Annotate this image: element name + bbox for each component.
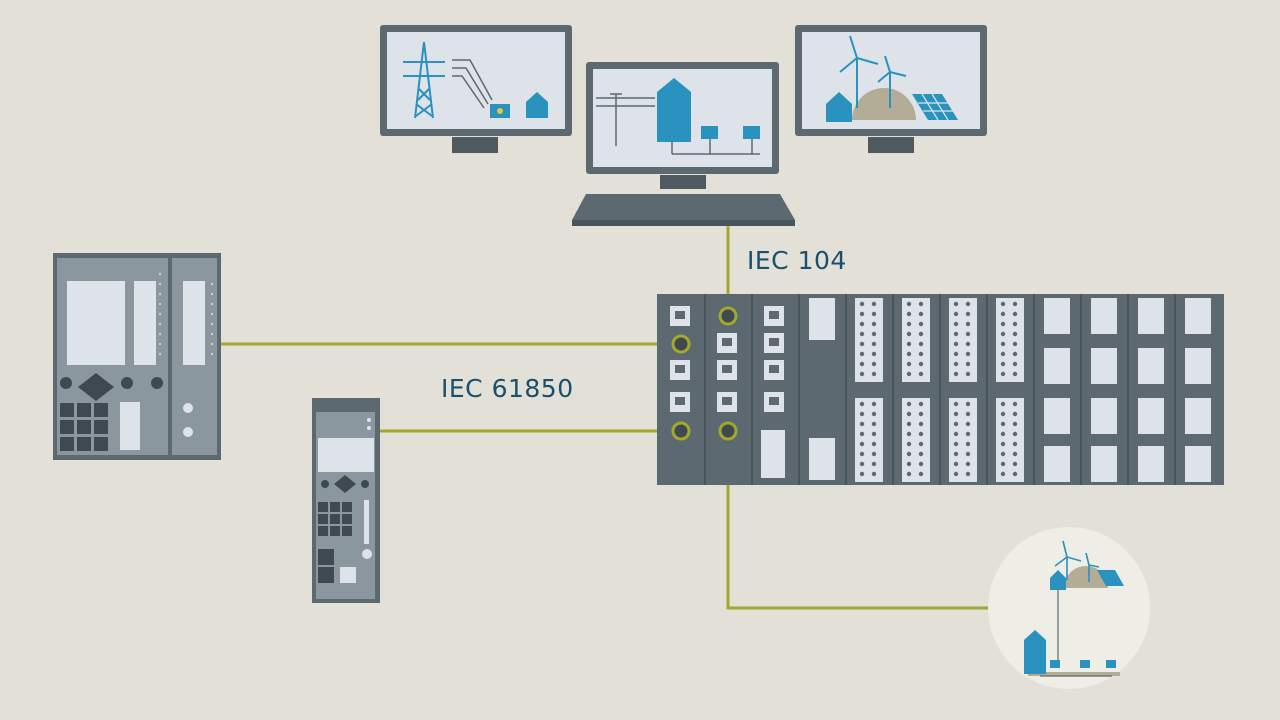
field-network-circle: [988, 527, 1150, 689]
transformer-icon: [490, 104, 510, 118]
monitor-renewables: [795, 25, 987, 153]
protection-relay: [53, 253, 221, 460]
transmission-tower-icon: [403, 41, 445, 119]
power-lines-icon: [452, 59, 493, 109]
monitor-transmission: [380, 25, 572, 153]
bay-controller: [312, 398, 380, 603]
keyboard-icon: [572, 194, 795, 220]
solar-panel-icon: [912, 94, 958, 120]
label-iec-61850: IEC 61850: [441, 374, 574, 403]
house-icon: [526, 92, 548, 118]
wind-solar-icon: [826, 35, 958, 122]
workstation: [572, 62, 795, 226]
rtu-rack: [657, 294, 1224, 485]
distribution-grid-icon: [596, 78, 760, 155]
io-terminals: [855, 298, 1024, 482]
renewable-network-icon: [1024, 540, 1124, 677]
link-rtu-field-network: [726, 431, 990, 610]
label-iec-104: IEC 104: [747, 246, 847, 275]
active-ports: [671, 306, 738, 441]
